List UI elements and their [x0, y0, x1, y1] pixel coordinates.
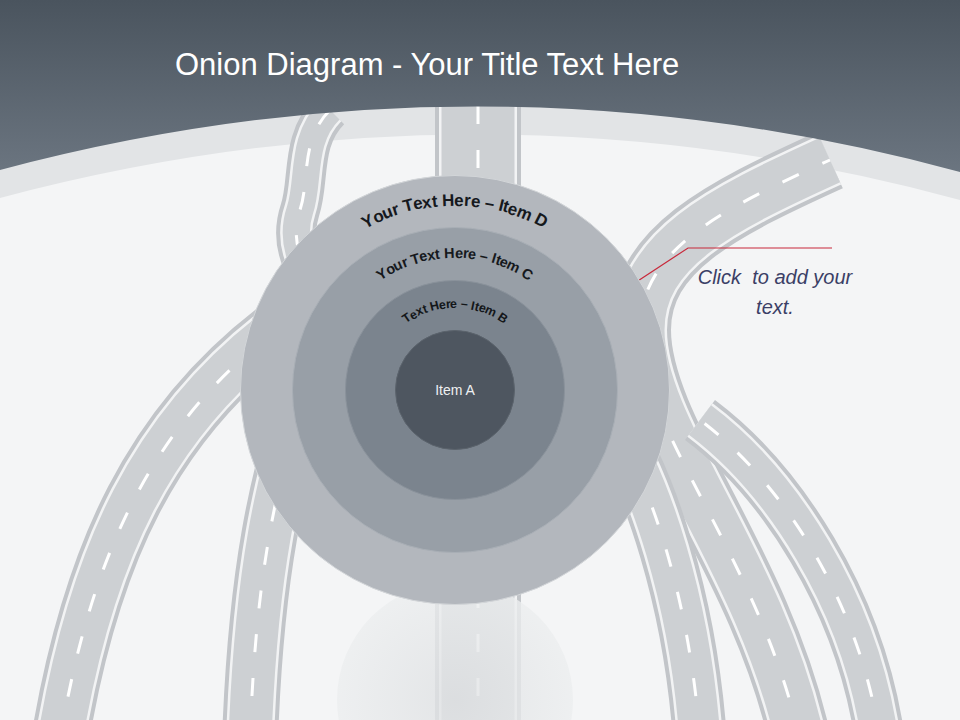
road-surface [700, 420, 880, 720]
header-bar [0, 0, 960, 172]
ring-circle [346, 281, 565, 500]
ring-label: Item A [435, 382, 475, 399]
ring-circle [396, 331, 515, 450]
slide-title: Onion Diagram - Your Title Text Here [175, 46, 679, 83]
road-edge-line [700, 420, 880, 720]
ring-circle [241, 176, 670, 605]
onion-ring: Your Text Here – Item DYour Text Here – … [240, 175, 670, 605]
ring-circle [293, 228, 618, 553]
onion-ring: Item A [395, 330, 515, 450]
road-center-dashes [700, 420, 880, 720]
road-lane [700, 420, 880, 720]
onion-ring: Text Here – Item BItem A [345, 280, 565, 500]
callout-text: Click to add your text. [690, 262, 860, 322]
onion-ring: Your Text Here – Item CText Here – Item … [292, 227, 618, 553]
